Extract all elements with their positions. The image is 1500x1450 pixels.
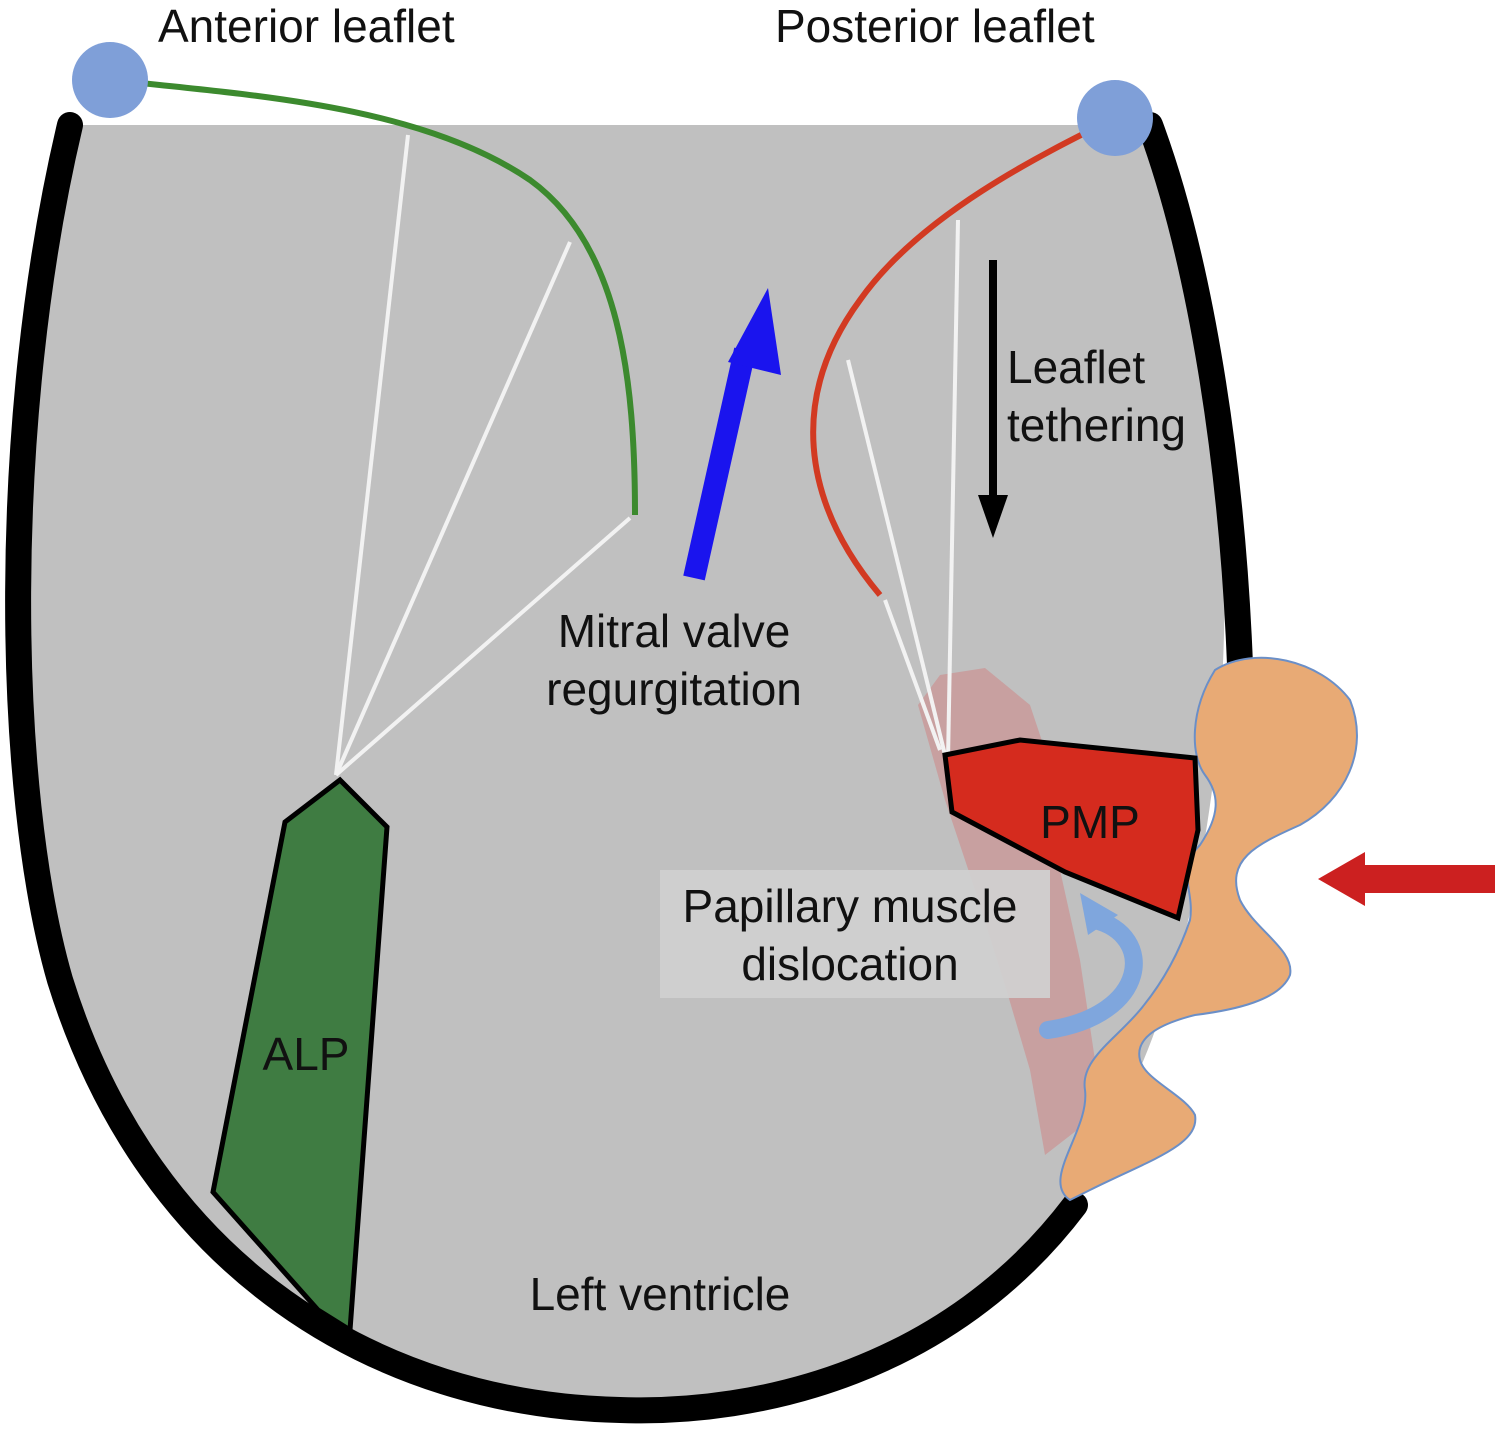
external-force-arrow-shaft (1362, 865, 1495, 893)
mitral-regurgitation-label-line2: regurgitation (546, 663, 802, 715)
ventricle-wall-left (5, 112, 1088, 1424)
regurgitation-arrow-head (728, 288, 781, 375)
anterior-leaflet-label: Anterior leaflet (158, 0, 455, 52)
regurgitation-arrow-shaft (683, 347, 756, 581)
posterior-chordae (846, 219, 960, 761)
rotation-arrow (1039, 911, 1143, 1039)
mitral-regurgitation-label-line1: Mitral valve (558, 605, 791, 657)
external-force-arrow-head (1318, 852, 1365, 906)
pmp-label: PMP (1040, 796, 1140, 848)
posterior-leaflet-label: Posterior leaflet (775, 0, 1095, 52)
alp-muscle (210, 776, 390, 1335)
posterior-leaflet (810, 115, 1117, 597)
anterior-annulus-node (72, 42, 148, 118)
papillary-dislocation-label-line1: Papillary muscle (683, 880, 1018, 932)
posterior-annulus-node (1077, 80, 1153, 156)
rotation-arrow-head (1080, 893, 1118, 935)
left-ventricle-label: Left ventricle (530, 1268, 791, 1320)
leaflet-tethering-label-line2: tethering (1007, 399, 1186, 451)
pmp-muscle (942, 737, 1201, 922)
anterior-leaflet (111, 77, 638, 516)
tethering-arrow-head (978, 495, 1008, 538)
papillary-dislocation-label-line2: dislocation (741, 938, 958, 990)
anterior-chordae (334, 134, 632, 777)
ventricle-wall-right-upper (1137, 112, 1253, 678)
papillary-label-backdrop (660, 870, 1050, 998)
leaflet-tethering-label-line1: Leaflet (1007, 341, 1145, 393)
alp-label: ALP (263, 1028, 350, 1080)
